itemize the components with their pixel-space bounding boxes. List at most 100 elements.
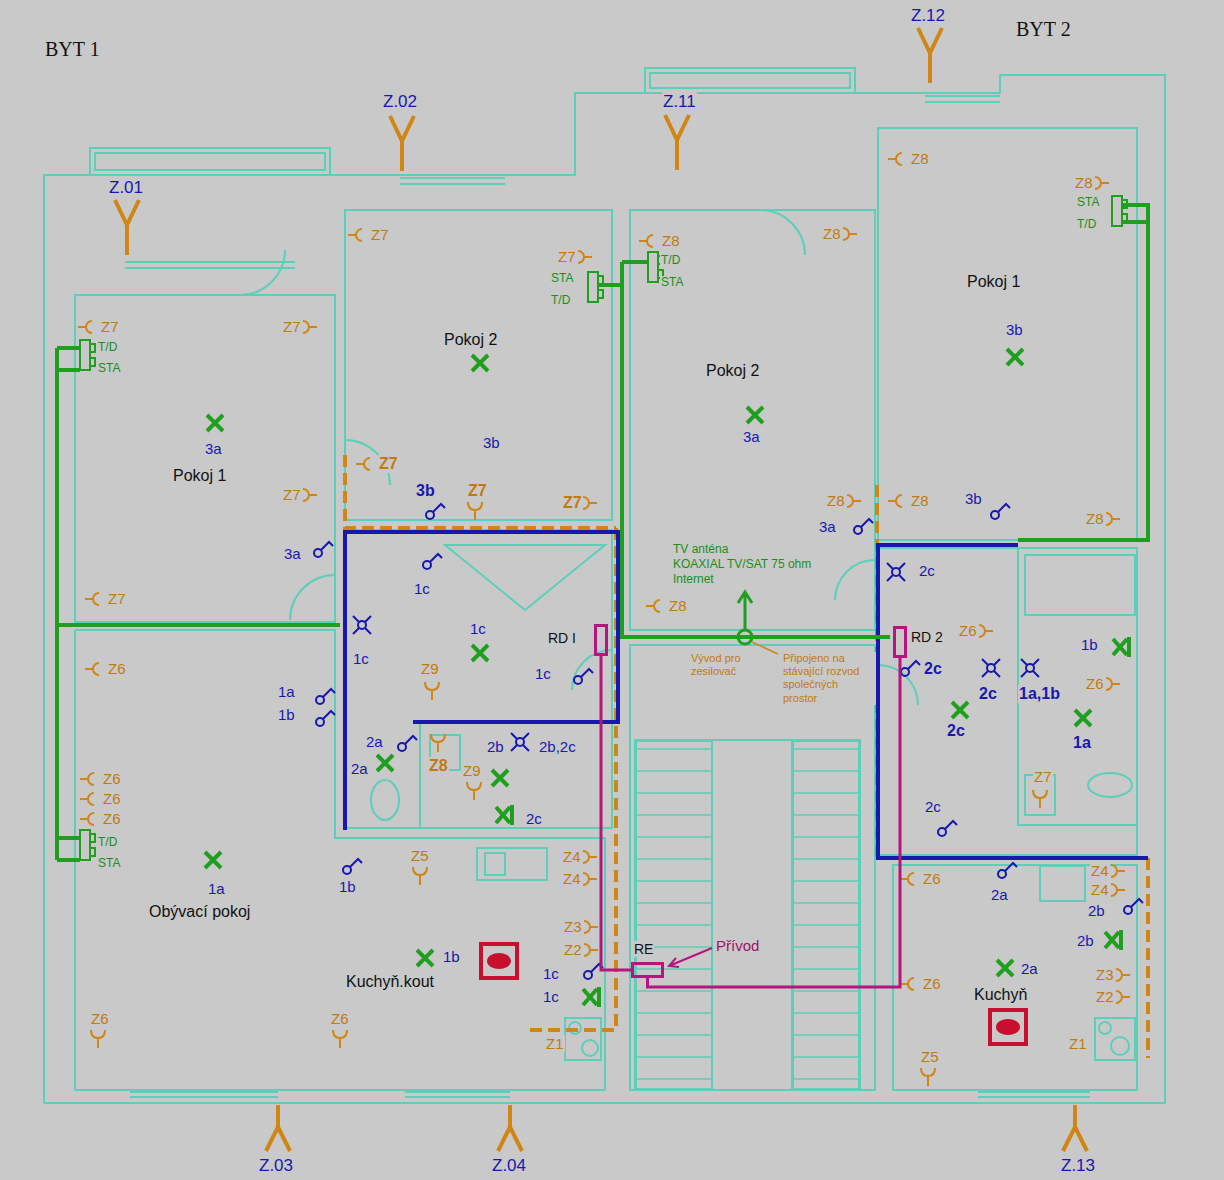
plan-label: Pokoj 2 <box>705 362 760 380</box>
plan-label: Z.03 <box>258 1156 294 1176</box>
plan-label: Vývod pro zesilovač <box>690 652 750 678</box>
walls <box>1111 1037 1129 1055</box>
walls <box>1095 1018 1135 1060</box>
socket-symbol <box>847 495 861 507</box>
switch-symbol <box>316 689 335 704</box>
plan-label: T/D <box>1076 218 1097 232</box>
socket-symbol <box>80 773 94 785</box>
plan-label: 3b <box>415 482 436 500</box>
antenna-symbol <box>1063 1105 1087 1151</box>
plan-label: Kuchyň <box>973 986 1028 1004</box>
switch-symbol <box>314 542 333 557</box>
plan-label: Z4 <box>562 870 582 887</box>
plan-label: 2a <box>990 886 1009 903</box>
socket-symbol <box>303 489 317 501</box>
socket-symbol <box>900 873 914 885</box>
plan-label: Pokoj 1 <box>172 467 227 485</box>
data-socket <box>80 340 95 370</box>
plan-label: 1b <box>338 878 357 895</box>
tv-outlet-symbol <box>413 867 427 885</box>
plan-label: Z6 <box>90 1010 110 1027</box>
socket-symbol <box>979 625 993 637</box>
switch-symbol <box>938 821 957 836</box>
antenna-symbol <box>115 200 139 255</box>
data-socket <box>588 272 603 302</box>
feed-leader <box>669 948 712 967</box>
orange-dashed-route <box>345 455 1148 1058</box>
walls <box>636 741 712 1089</box>
tv-outlet-symbol <box>468 502 482 520</box>
plan-label: Z1 <box>1068 1035 1088 1052</box>
socket-symbol <box>646 600 660 612</box>
plan-label: 1c <box>542 988 560 1005</box>
plan-label: STA <box>1076 196 1100 210</box>
walls <box>793 741 859 1089</box>
box-label: RD I <box>547 630 577 646</box>
green-cable <box>752 642 778 654</box>
walls <box>445 545 605 610</box>
plan-label: Z7 <box>370 226 390 243</box>
socket-symbol <box>1116 969 1130 981</box>
box-label: RE <box>633 941 654 957</box>
plan-label: Z6 <box>330 1010 350 1027</box>
wall-light-symbol <box>353 616 371 634</box>
power-cable <box>601 656 631 970</box>
plan-label: T/D <box>97 836 118 850</box>
plan-label: Z4 <box>1090 862 1110 879</box>
switch-symbol <box>316 711 335 726</box>
ceiling-light-symbol <box>997 960 1013 976</box>
blue-zone-outline <box>345 532 1148 858</box>
socket-symbol <box>888 153 902 165</box>
data-socket <box>80 196 1127 860</box>
plan-label: 2c <box>923 660 943 678</box>
plan-label: 2c <box>918 562 936 579</box>
plan-label: Z4 <box>1090 881 1110 898</box>
ceiling-light-symbol <box>1007 349 1023 365</box>
plan-label: Z.12 <box>910 6 946 26</box>
walls <box>125 96 1090 1097</box>
ceiling-light-symbol <box>377 755 393 771</box>
plan-label: STA <box>550 272 574 286</box>
plan-label: Z7 <box>100 318 120 335</box>
tv-outlet-symbol <box>91 1030 105 1048</box>
switch-symbol <box>1124 899 1143 914</box>
plan-label: Z8 <box>910 150 930 167</box>
socket-symbol <box>356 458 370 470</box>
switch-symbol <box>854 519 873 534</box>
plan-label: Z8 <box>822 225 842 242</box>
plan-label: 1b <box>277 706 296 723</box>
walls <box>1040 866 1085 901</box>
plan-label: Z.01 <box>108 178 144 198</box>
switch-symbol <box>991 504 1010 519</box>
plan-label: Z5 <box>920 1048 940 1065</box>
data-socket <box>1112 196 1127 226</box>
plan-label: 3a <box>742 428 761 445</box>
green-cable <box>738 592 752 630</box>
socket-symbol <box>1111 884 1125 896</box>
walls <box>485 853 505 875</box>
plan-label: Z5 <box>410 847 430 864</box>
antenna-symbol <box>390 116 414 171</box>
plan-label: Z7 <box>107 590 127 607</box>
plan-label: 3b <box>482 434 501 451</box>
plan-label: KOAXIAL TV/SAT 75 ohm <box>672 558 812 572</box>
cooker-symbol <box>998 1021 1018 1033</box>
plan-label: 3a <box>818 518 837 535</box>
green-cable <box>598 262 890 637</box>
wall-light-symbol <box>887 563 905 581</box>
socket-symbol <box>1116 991 1130 1003</box>
walls <box>1088 773 1132 797</box>
plan-label: Z3 <box>1095 966 1115 983</box>
plan-label: Z6 <box>922 870 942 887</box>
plan-label: Z6 <box>102 810 122 827</box>
cooker-symbol <box>481 944 517 978</box>
plan-label: STA <box>660 276 684 290</box>
plan-label: Z.13 <box>1060 1156 1096 1176</box>
ceiling-light-symbol <box>492 770 508 786</box>
plan-label: Internet <box>672 573 715 587</box>
walls <box>582 1040 598 1056</box>
switch-symbol <box>423 554 442 569</box>
feed-leader <box>669 948 712 967</box>
walls <box>630 645 875 1090</box>
